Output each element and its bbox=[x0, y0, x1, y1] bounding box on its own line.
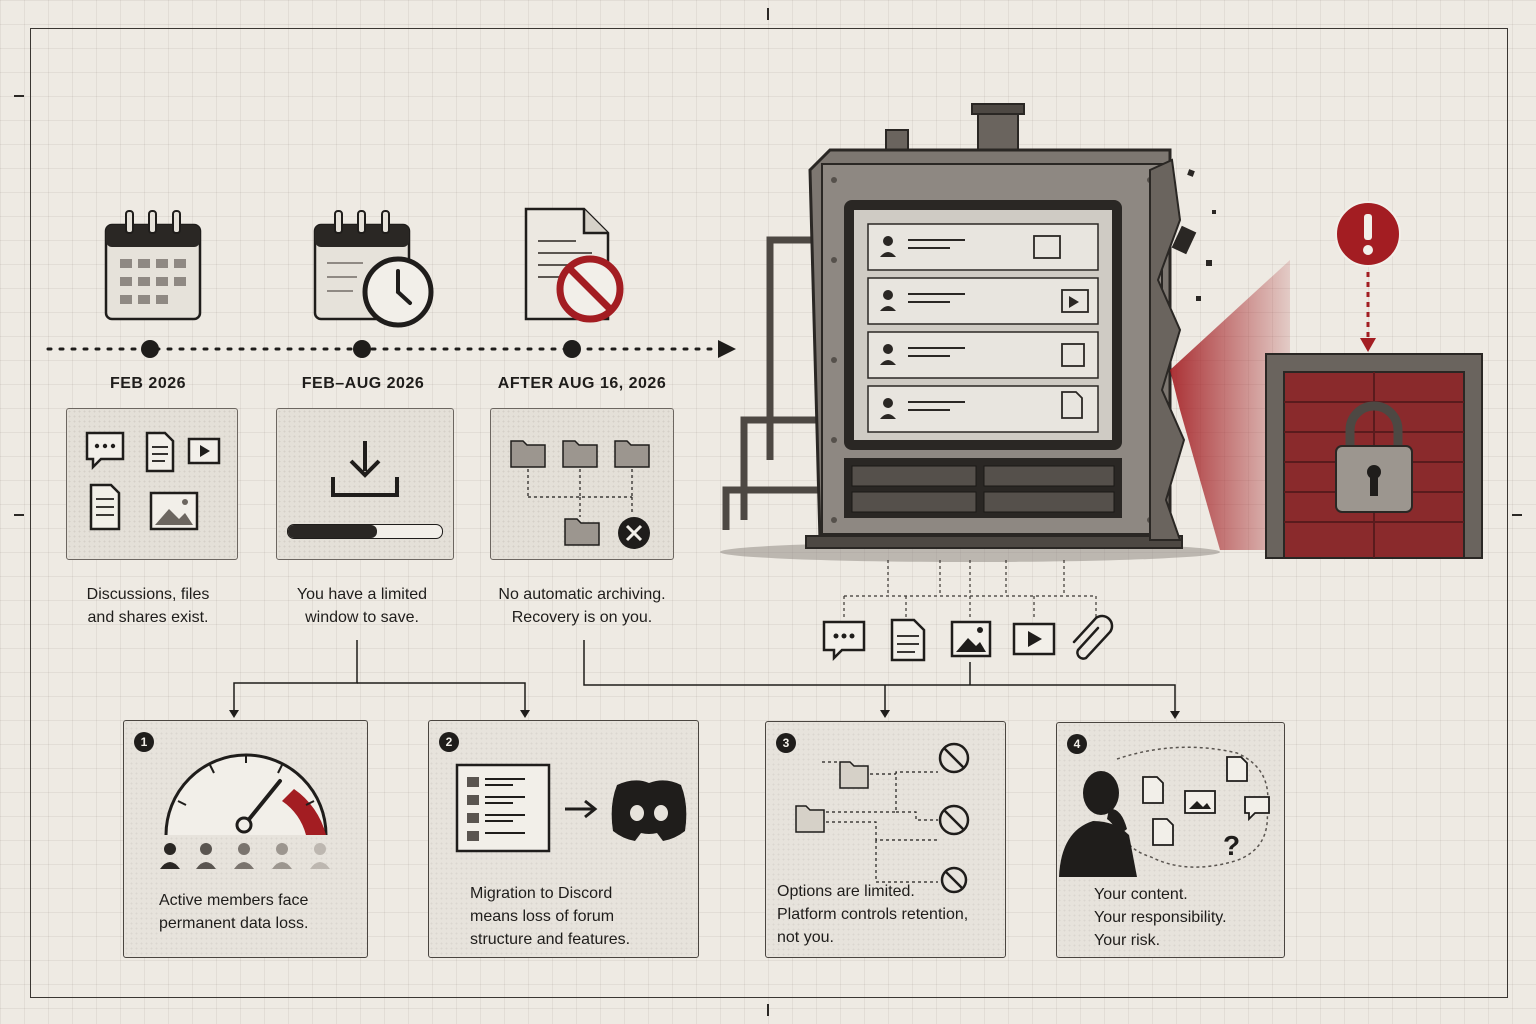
arrow-right-icon bbox=[565, 799, 598, 819]
card-text-3: Options are limited. Platform controls r… bbox=[777, 880, 968, 949]
frame-tick bbox=[1512, 514, 1522, 516]
blueprint-frame bbox=[30, 28, 1508, 998]
image-icon bbox=[950, 620, 992, 658]
timeline-date-3: AFTER AUG 16, 2026 bbox=[497, 375, 667, 392]
card-text-4: Your content. Your responsibility. Your … bbox=[1094, 883, 1227, 952]
warning-marker bbox=[1335, 201, 1401, 352]
card-line: Options are limited. bbox=[777, 883, 915, 900]
progress-fill bbox=[288, 525, 378, 538]
consequence-card-4: 4 ? Your content. Your responsibility. Y… bbox=[1056, 722, 1285, 958]
content-type-icons bbox=[822, 614, 1114, 662]
card-line: Your content. bbox=[1094, 886, 1188, 903]
server-vault-illustration bbox=[720, 103, 1220, 562]
card-line: Migration to Discord bbox=[470, 885, 613, 902]
consequence-card-3: 3 Options are limited. Platform controls… bbox=[765, 721, 1006, 958]
content-icons bbox=[85, 431, 221, 531]
close-icon bbox=[618, 517, 650, 549]
video-icon bbox=[187, 437, 221, 465]
timeline-date-2: FEB–AUG 2026 bbox=[301, 375, 425, 392]
card-line: not you. bbox=[777, 929, 834, 946]
card-text-1: Active members face permanent data loss. bbox=[159, 889, 308, 935]
card-line: means loss of forum bbox=[470, 908, 615, 925]
caption-line: No automatic archiving. bbox=[498, 586, 666, 603]
red-beam bbox=[1170, 260, 1290, 550]
exclamation-icon bbox=[1335, 201, 1401, 267]
caption-step-3: No automatic archiving. Recovery is on y… bbox=[462, 583, 702, 629]
image-icon bbox=[149, 491, 199, 531]
caption-line: and shares exist. bbox=[87, 609, 209, 626]
person-thinking-icon: ? bbox=[1059, 746, 1270, 877]
consequence-card-1: 1 Active members face permanent data los… bbox=[123, 720, 368, 958]
locked-vault bbox=[1265, 353, 1483, 559]
svg-text:?: ? bbox=[1223, 830, 1240, 861]
document-icon bbox=[890, 618, 926, 662]
padlock-icon bbox=[1335, 401, 1413, 513]
progress-bar bbox=[287, 524, 443, 539]
consequence-card-2: 2 Migration to Discord means loss of for… bbox=[428, 720, 699, 958]
download-panel bbox=[276, 408, 454, 560]
calendar-clock-icon bbox=[313, 210, 434, 328]
download-icon bbox=[331, 441, 399, 497]
frame-tick bbox=[767, 8, 769, 20]
caption-step-1: Discussions, files and shares exist. bbox=[28, 583, 268, 629]
frame-tick bbox=[767, 1004, 769, 1016]
caption-line: Discussions, files bbox=[86, 586, 210, 603]
document-icon bbox=[145, 431, 175, 473]
discord-icon bbox=[611, 780, 687, 841]
document-prohibited-icon bbox=[524, 207, 624, 323]
existing-content-panel bbox=[66, 408, 238, 560]
forum-to-discord-icon bbox=[455, 763, 687, 853]
document-icon bbox=[89, 483, 121, 531]
card-line: Your responsibility. bbox=[1094, 909, 1227, 926]
timeline-date-1: FEB 2026 bbox=[109, 375, 187, 392]
content-connector-lines bbox=[843, 560, 1097, 620]
step-number-badge: 2 bbox=[439, 732, 459, 752]
folder-tree-icon bbox=[510, 440, 650, 549]
card-line: Active members face bbox=[159, 892, 309, 909]
caption-step-2: You have a limited window to save. bbox=[242, 583, 482, 629]
step-number-badge: 4 bbox=[1067, 734, 1087, 754]
frame-tick bbox=[14, 514, 24, 516]
chat-icon bbox=[85, 431, 125, 471]
caption-line: window to save. bbox=[305, 609, 419, 626]
gauge-icon bbox=[160, 753, 330, 869]
limited-options-icon bbox=[795, 742, 970, 894]
step-number-badge: 1 bbox=[134, 732, 154, 752]
caption-line: You have a limited bbox=[296, 586, 428, 603]
card-line: permanent data loss. bbox=[159, 915, 309, 932]
caption-line: Recovery is on you. bbox=[511, 609, 653, 626]
frame-tick bbox=[14, 95, 24, 97]
card-line: Platform controls retention, bbox=[777, 906, 969, 923]
member-icons bbox=[160, 843, 330, 869]
no-archive-panel bbox=[490, 408, 674, 560]
calendar-icon bbox=[104, 210, 202, 321]
card-text-2: Migration to Discord means loss of forum… bbox=[470, 882, 630, 951]
card-line: Your risk. bbox=[1094, 932, 1161, 949]
video-icon bbox=[1012, 622, 1056, 656]
forum-icon bbox=[455, 763, 551, 853]
step-number-badge: 3 bbox=[776, 733, 796, 753]
card-line: structure and features. bbox=[470, 931, 631, 948]
chat-icon bbox=[822, 620, 866, 662]
attachment-icon bbox=[1072, 614, 1114, 660]
